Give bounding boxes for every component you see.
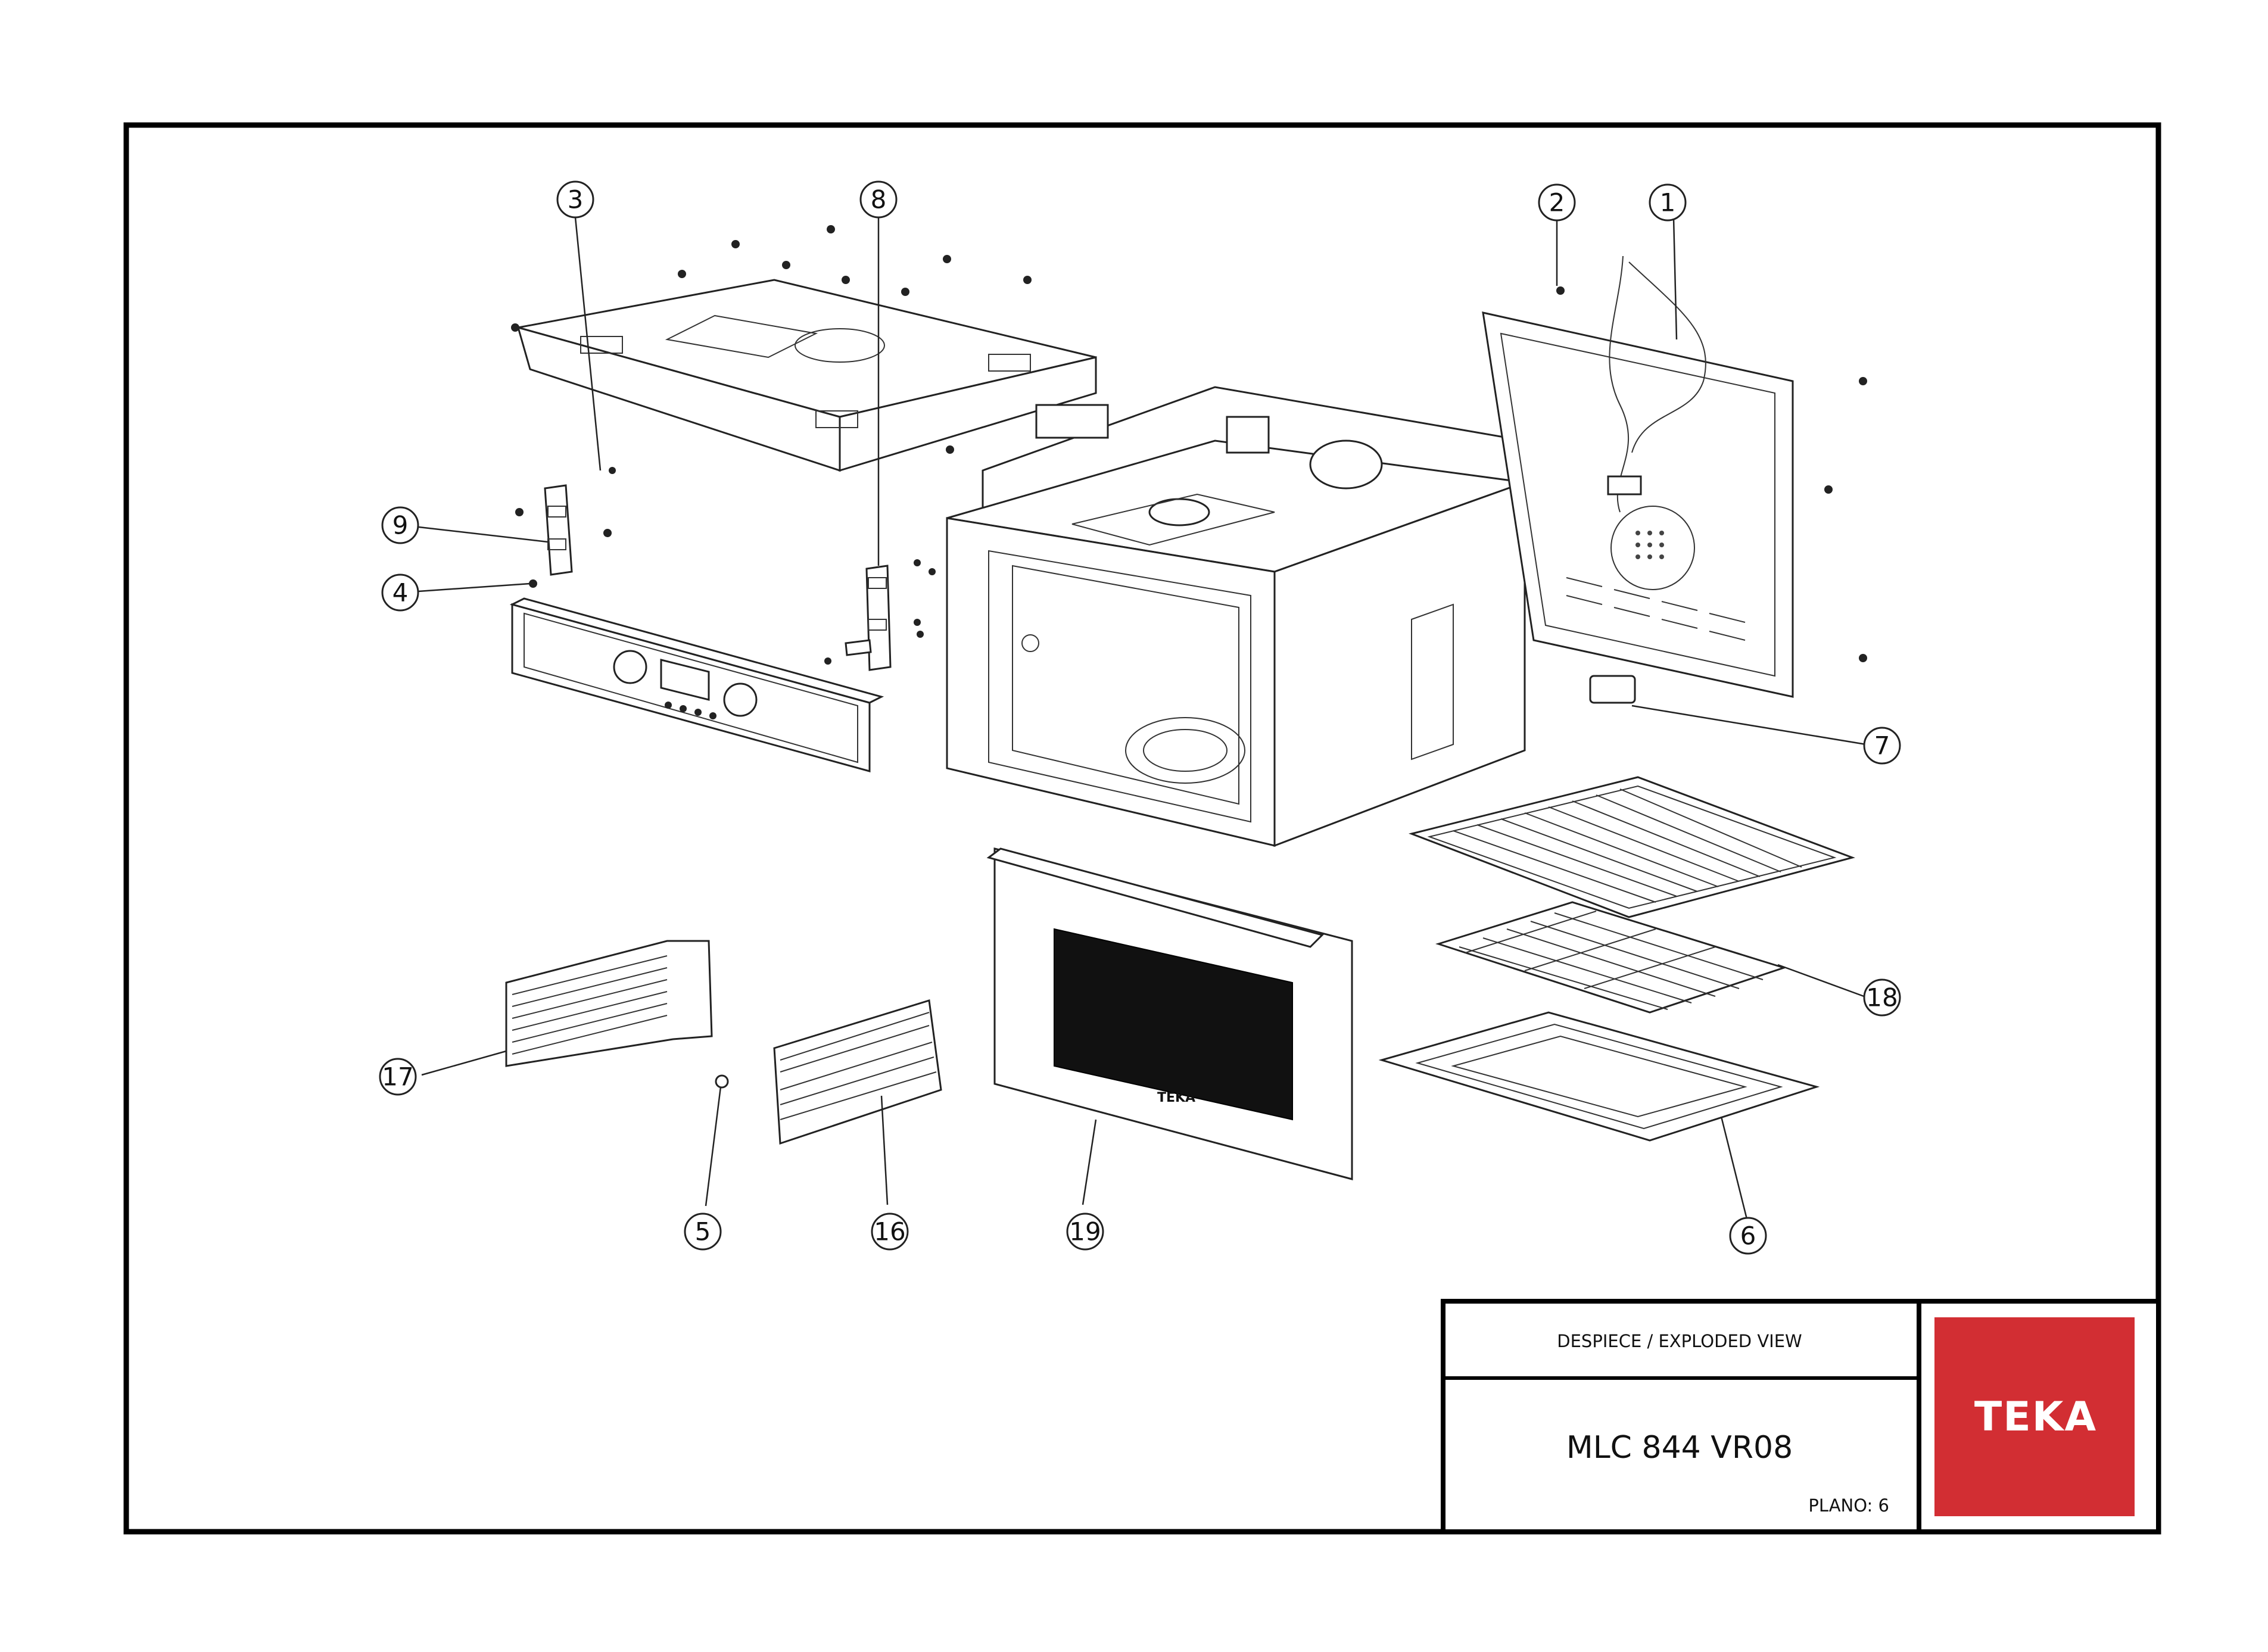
right-bracket — [824, 559, 936, 671]
back-panel-screws — [1556, 286, 1867, 662]
callout-3: 3 — [556, 180, 594, 219]
left-shelf-support — [505, 940, 713, 1067]
callout-2-label: 2 — [1549, 188, 1565, 217]
oven-cavity-body — [946, 386, 1526, 847]
callout-8-label: 8 — [871, 185, 887, 214]
top-panel-screws — [511, 225, 1032, 474]
control-panel — [509, 597, 884, 772]
callout-2: 2 — [1538, 183, 1576, 222]
baking-tray — [1378, 1011, 1820, 1142]
callout-4-label: 4 — [392, 578, 409, 607]
door-brand-label: TEKA — [1157, 1090, 1195, 1105]
teka-logo-text: TEKA — [1974, 1394, 2097, 1441]
drawing-frame — [123, 122, 2161, 1535]
callout-16-label: 16 — [874, 1217, 905, 1246]
callout-7: 7 — [1863, 727, 1901, 765]
callout-18: 18 — [1863, 978, 1901, 1017]
oven-door: TEKA — [986, 847, 1353, 1180]
callout-18-label: 18 — [1866, 983, 1898, 1012]
callout-7-label: 7 — [1874, 731, 1890, 760]
grill-rack — [1435, 901, 1787, 1014]
title-block-header: DESPIECE / EXPLODED VIEW — [1557, 1331, 1802, 1351]
callout-3-label: 3 — [568, 185, 584, 214]
wire-rack-tray — [1409, 776, 1855, 918]
callout-19: 19 — [1066, 1212, 1104, 1251]
callout-5: 5 — [684, 1212, 722, 1251]
callout-1-label: 1 — [1660, 188, 1676, 217]
callout-17-label: 17 — [382, 1062, 413, 1092]
callout-19-label: 19 — [1069, 1217, 1101, 1246]
callout-6-label: 6 — [1740, 1221, 1756, 1251]
callout-9: 9 — [381, 506, 419, 544]
callout-8: 8 — [859, 180, 898, 219]
callout-1: 1 — [1649, 183, 1687, 222]
callout-6: 6 — [1729, 1217, 1767, 1255]
title-block-sheet: PLANO: 6 — [1808, 1495, 1889, 1516]
callout-4: 4 — [381, 573, 419, 612]
callout-9-label: 9 — [392, 511, 409, 540]
clip-part-7 — [1589, 675, 1636, 704]
left-bracket — [515, 484, 612, 588]
right-shelf-support — [773, 999, 942, 1145]
title-block-model: MLC 844 VR08 — [1566, 1430, 1793, 1466]
top-panel — [516, 279, 1097, 472]
callout-17: 17 — [379, 1058, 417, 1096]
callout-5-label: 5 — [695, 1217, 711, 1246]
back-panel — [1482, 255, 1794, 698]
callout-16: 16 — [871, 1212, 909, 1251]
teka-logo: TEKA — [1934, 1317, 2135, 1516]
screw-part-5 — [715, 1074, 729, 1089]
leader-lines — [418, 217, 1868, 1224]
